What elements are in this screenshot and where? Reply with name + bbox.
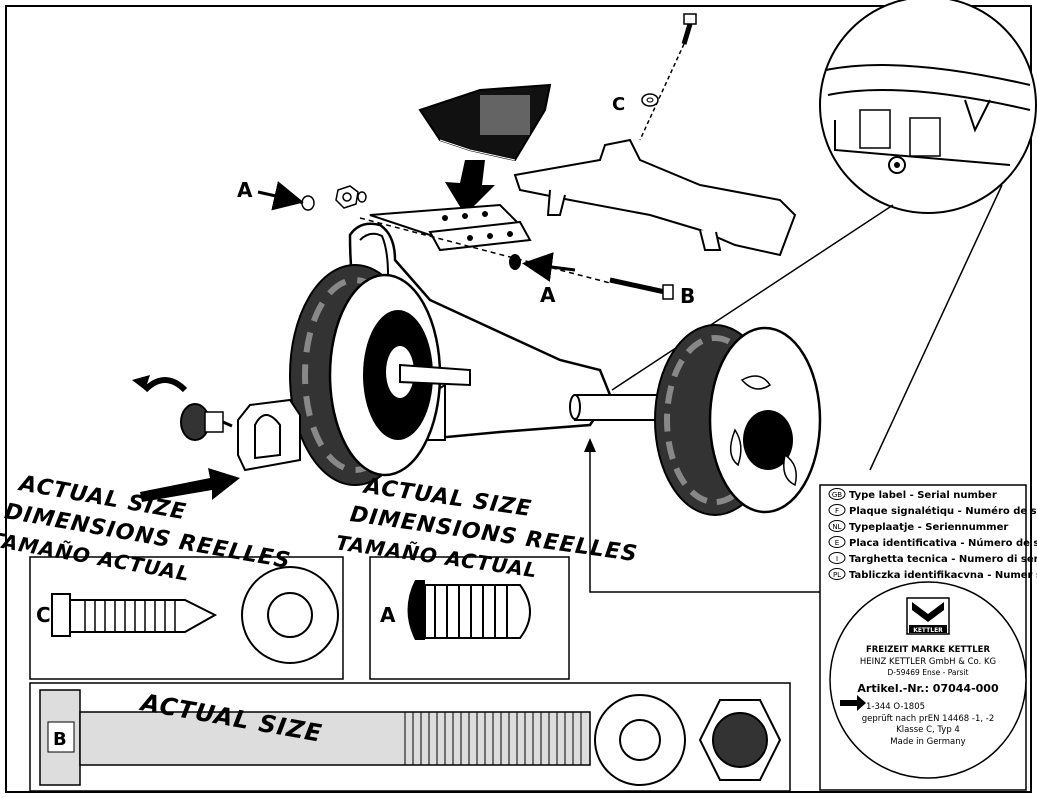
- plate-article: Artikel.-Nr.: 07044-000: [857, 682, 999, 695]
- diagram-frame: [5, 5, 1032, 793]
- callout-c: C: [612, 94, 625, 115]
- type-label-row-f: F Plaque signalétiqu - Numéro de serie: [828, 504, 1037, 517]
- svg-text:NL: NL: [832, 523, 841, 531]
- arrow-a-left: [257, 181, 304, 211]
- washer-b-actual: [594, 694, 686, 786]
- front-wheel: [289, 264, 471, 486]
- svg-text:E: E: [835, 539, 839, 547]
- end-cap-screw: [132, 375, 301, 472]
- bolt-b: [359, 217, 674, 300]
- callout-a-left: A: [237, 178, 253, 202]
- bolt-c: [639, 13, 697, 141]
- rear-wheel: [654, 324, 822, 516]
- svg-text:GB: GB: [832, 491, 842, 499]
- bolt-b-actual: [39, 689, 591, 786]
- type-plate-circle: [829, 581, 1027, 779]
- callout-a-right: A: [540, 283, 556, 307]
- svg-text:Typeplaatje - Seriennummer: Typeplaatje - Seriennummer: [849, 522, 1008, 533]
- svg-text:I: I: [836, 555, 838, 563]
- svg-text:Type label - Serial number: Type label - Serial number: [849, 490, 997, 501]
- svg-text:F: F: [835, 507, 839, 515]
- cap-nut-a-actual: [407, 580, 531, 640]
- plate-class: Klasse C, Typ 4: [896, 725, 960, 735]
- svg-text:KETTLER: KETTLER: [913, 627, 943, 634]
- plate-arrow: [840, 695, 866, 711]
- nut-b-actual: [698, 699, 782, 781]
- part-label-c: C: [36, 603, 51, 627]
- plate-norm: geprüft nach prEN 14468 -1, -2: [862, 714, 995, 724]
- nut-a-right: [509, 254, 521, 270]
- detail-zoom-circle: [819, 0, 1037, 214]
- insert-arrow-down: [445, 160, 495, 215]
- svg-text:Targhetta tecnica - Numero di: Targhetta tecnica - Numero di serie: [849, 554, 1037, 565]
- svg-text:Plaque signalétiqu - Numéro de: Plaque signalétiqu - Numéro de serie: [849, 505, 1037, 517]
- type-label-row-e: E Placa identificativa - Número de serie: [828, 536, 1037, 549]
- pointer-line: [589, 445, 820, 593]
- kettler-logo: KETTLER: [906, 597, 950, 635]
- arrow-a-right: [522, 252, 576, 282]
- callout-b: B: [680, 284, 695, 308]
- push-arrow: [140, 468, 240, 502]
- plate-brand: FREIZEIT MARKE KETTLER: [866, 645, 991, 655]
- nut-a-left: [291, 195, 315, 211]
- type-label-row-nl: NL Typeplaatje - Seriennummer: [828, 520, 1008, 533]
- svg-text:PL: PL: [833, 571, 841, 579]
- washer-c-actual: [241, 566, 339, 664]
- seat-part: [513, 138, 797, 257]
- screw-c-actual: [51, 593, 218, 637]
- plate-serial: 1-344 O-1805: [866, 702, 925, 712]
- svg-text:Tabliczka identifikacvna - Num: Tabliczka identifikacvna - Numer serii: [849, 570, 1037, 581]
- part-label-a: A: [380, 603, 396, 627]
- nut-m6: [335, 185, 367, 209]
- type-label-row-i: I Targhetta tecnica - Numero di serie: [828, 552, 1037, 565]
- plate-holder-part: [418, 83, 552, 162]
- svg-text:Placa identificativa - Número: Placa identificativa - Número de serie: [849, 537, 1037, 549]
- type-label-row-pl: PL Tabliczka identifikacvna - Numer seri…: [828, 568, 1037, 581]
- type-label-row-gb: GB Type label - Serial number: [828, 488, 997, 501]
- plate-address: D-59469 Ense - Parsit: [887, 668, 968, 677]
- part-label-b: B: [53, 729, 67, 750]
- plate-origin: Made in Germany: [890, 737, 965, 747]
- plate-company: HEINZ KETTLER GmbH & Co. KG: [860, 657, 996, 667]
